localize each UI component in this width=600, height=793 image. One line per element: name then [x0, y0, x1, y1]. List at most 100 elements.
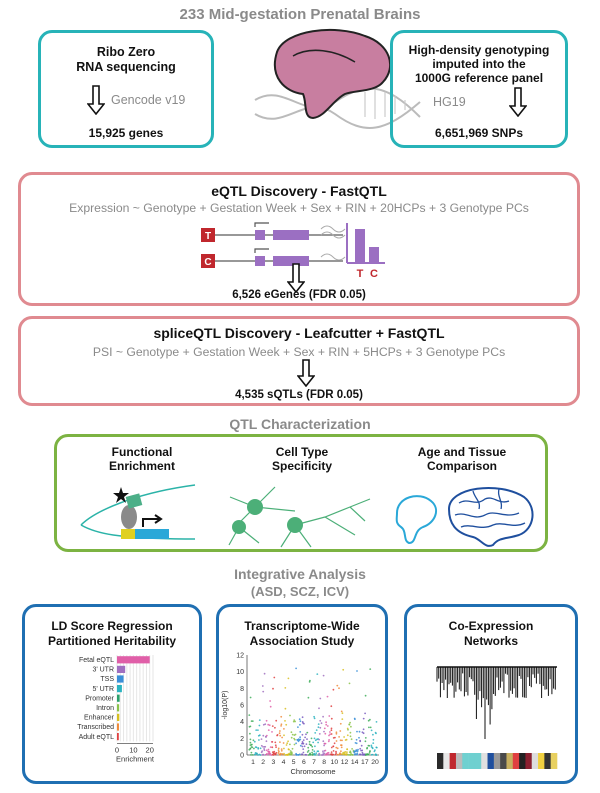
twas-point: [320, 722, 323, 725]
module-color-block: [493, 753, 501, 769]
twas-point: [348, 723, 351, 726]
twas-point: [260, 744, 263, 747]
twas-x-tick: 3: [271, 759, 275, 766]
ldsc-x-label: Enrichment: [116, 754, 155, 763]
twas-point: [273, 676, 276, 679]
twas-point: [349, 731, 352, 734]
twas-point: [261, 685, 264, 687]
twas-point: [322, 674, 325, 677]
ldsc-tick-label: 20: [146, 745, 154, 754]
down-arrow-icon: [297, 359, 315, 387]
twas-point: [328, 734, 330, 737]
twas-point: [287, 740, 289, 743]
gencode-label: Gencode v19: [111, 93, 186, 107]
twas-point: [269, 746, 272, 748]
twas-point: [268, 724, 271, 727]
module-color-block: [481, 753, 488, 769]
twas-point: [371, 746, 374, 749]
twas-point: [295, 753, 298, 756]
twas-point: [249, 741, 252, 744]
egenes-count: 6,526 eGenes (FDR 0.05): [232, 289, 366, 301]
twas-point: [258, 739, 260, 741]
twas-point: [318, 738, 320, 741]
ldsc-category-label: Adult eQTL: [79, 734, 115, 741]
twas-point: [318, 733, 321, 735]
twas-point: [267, 723, 270, 726]
twas-point: [277, 747, 280, 750]
ldsc-title-2: Partitioned Heritability: [47, 634, 177, 648]
twas-point: [255, 729, 258, 731]
twas-point: [359, 747, 362, 750]
twas-point: [262, 723, 265, 726]
twas-point: [260, 751, 263, 754]
twas-point: [354, 750, 357, 753]
twas-point: [306, 751, 309, 753]
twas-point: [249, 725, 252, 728]
twas-point: [295, 742, 297, 745]
twas-point: [336, 747, 339, 750]
twas-point: [267, 751, 270, 753]
twas-point: [313, 715, 315, 718]
twas-point: [281, 736, 283, 739]
ldsc-title-1: LD Score Regression: [51, 619, 173, 633]
twas-point: [318, 752, 321, 755]
twas-point: [290, 736, 293, 739]
twas-point: [340, 746, 343, 749]
twas-point: [351, 748, 353, 750]
characterization-box: Functional Enrichment Cell Type Specific…: [54, 434, 548, 552]
twas-point: [313, 717, 316, 720]
allele-c-label: C: [204, 257, 211, 268]
twas-point: [265, 719, 268, 722]
twas-point: [263, 749, 266, 752]
twas-point: [277, 749, 280, 751]
twas-point: [319, 697, 322, 700]
ldsc-bar: [117, 694, 120, 702]
twas-point: [274, 741, 277, 744]
twas-point: [338, 736, 340, 738]
twas-point: [345, 738, 348, 741]
twas-point: [359, 740, 362, 743]
ldsc-category-label: TSS: [100, 676, 114, 683]
twas-point: [281, 753, 283, 755]
twas-point: [305, 743, 308, 745]
twas-point: [257, 734, 260, 737]
twas-point: [330, 751, 333, 753]
twas-point: [342, 753, 345, 756]
twas-point: [251, 754, 254, 756]
twas-point: [354, 742, 357, 744]
twas-point: [322, 740, 325, 743]
module-color-block: [449, 753, 457, 769]
twas-point: [329, 731, 331, 733]
twas-point: [332, 688, 335, 691]
twas-point: [364, 737, 367, 739]
twas-point: [263, 672, 266, 675]
twas-point: [328, 715, 331, 717]
twas-point: [318, 754, 321, 756]
twas-point: [276, 734, 279, 736]
twas-point: [369, 726, 372, 729]
twas-point: [316, 673, 319, 675]
twas-point: [256, 752, 258, 755]
twas-point: [254, 753, 256, 756]
twas-point: [347, 728, 349, 731]
sqtl-title: spliceQTL Discovery - Leafcutter + FastQ…: [153, 325, 445, 341]
allele-t-label: T: [205, 231, 211, 242]
twas-point: [302, 751, 305, 754]
eqtl-title: eQTL Discovery - FastQTL: [211, 183, 387, 199]
twas-x-tick: 10: [331, 759, 339, 766]
twas-y-tick: 12: [236, 653, 244, 660]
twas-point: [317, 723, 320, 725]
twas-point: [306, 738, 308, 740]
celltype-label-2: Specificity: [271, 459, 333, 473]
twas-point: [262, 753, 264, 756]
twas-point: [289, 714, 291, 717]
twas-point: [313, 752, 316, 755]
twas-point: [305, 733, 307, 736]
twas-point: [357, 748, 359, 751]
twas-point: [361, 731, 364, 734]
twas-point: [293, 737, 295, 740]
twas-y-tick: 6: [240, 703, 244, 710]
twas-point: [299, 723, 301, 726]
twas-point: [307, 696, 310, 699]
ldsc-bar: [117, 685, 122, 693]
